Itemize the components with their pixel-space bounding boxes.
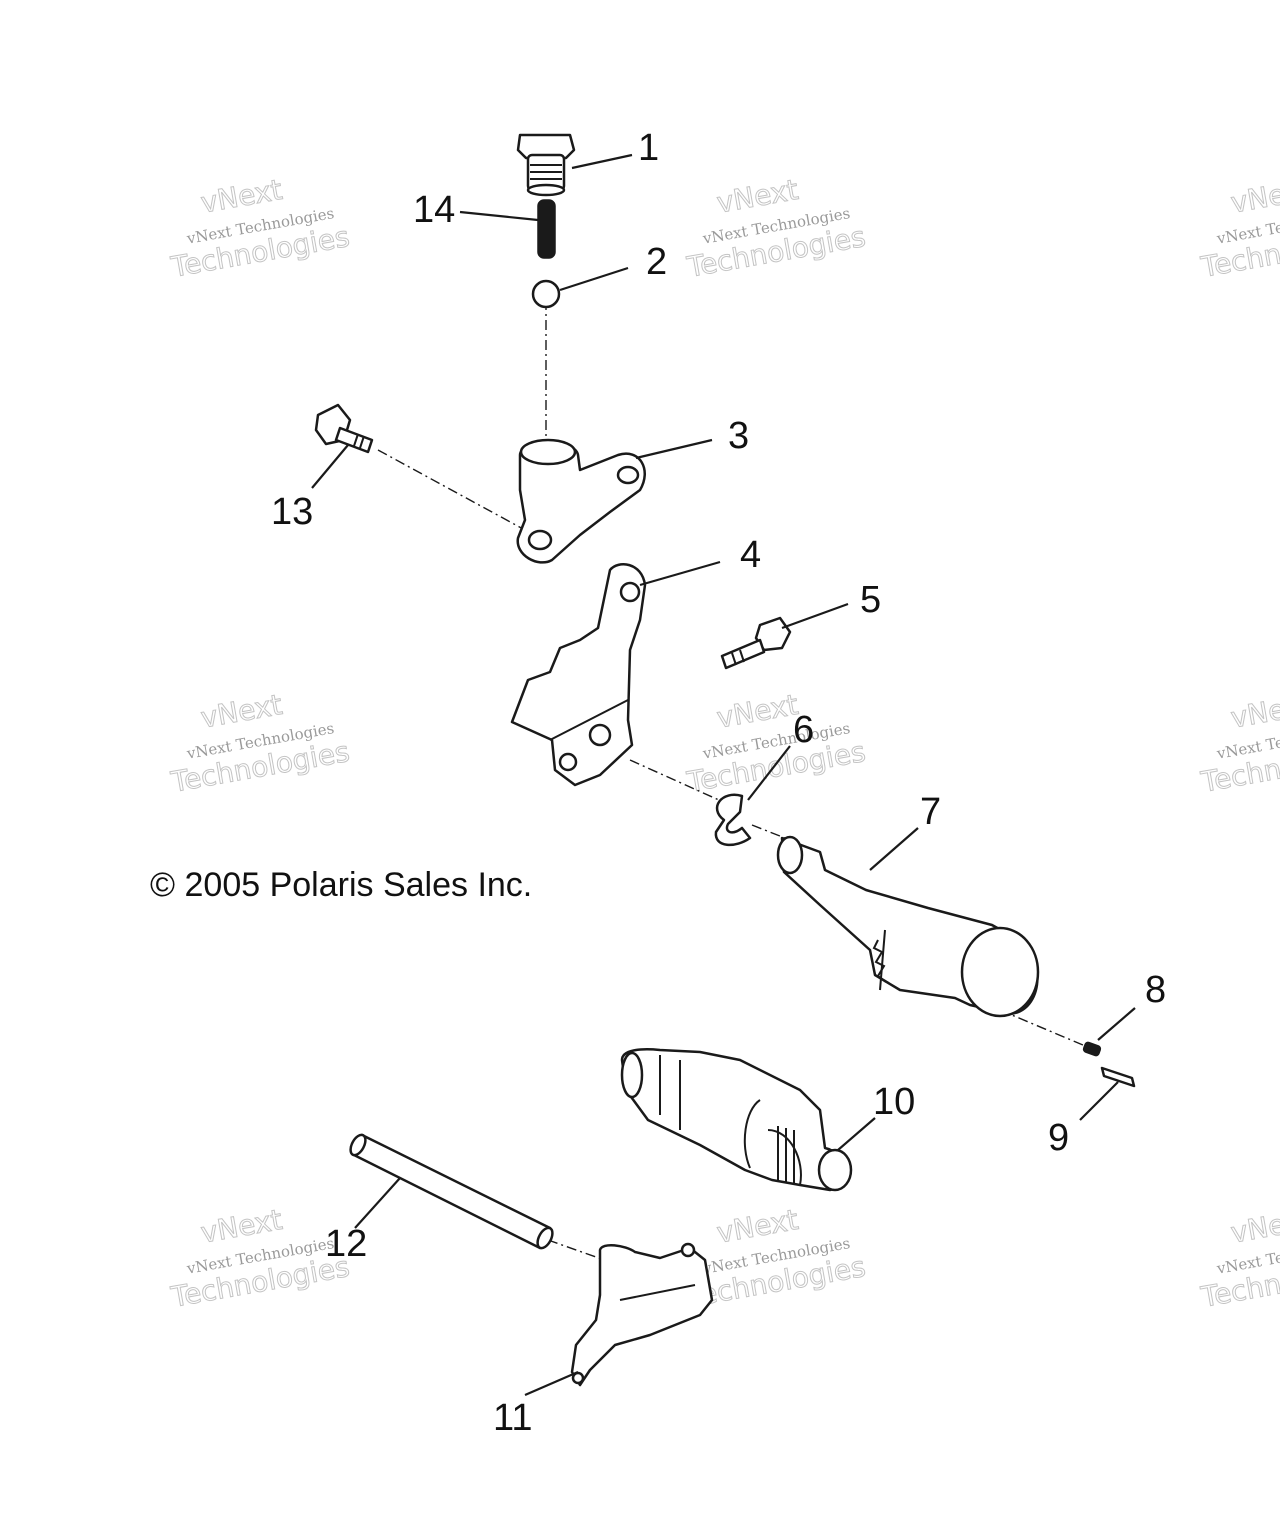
leader-9 [1079, 1081, 1119, 1121]
retaining-clip [714, 793, 752, 846]
watermark-text: vNext [198, 688, 284, 735]
leader-5 [781, 602, 849, 630]
leader-1 [571, 153, 633, 170]
leader-7 [869, 827, 919, 871]
watermark-tile: vNext vNext Technologies Technologies [168, 1202, 353, 1314]
shift-drum [620, 1048, 853, 1192]
watermark-text: vNext [198, 173, 284, 220]
watermark-text: vNext [1228, 1203, 1280, 1250]
detent-plug-bolt [516, 133, 576, 197]
lever-bolt [720, 616, 792, 670]
shift-shaft [776, 835, 1040, 1018]
axis-line-shaft [629, 759, 731, 806]
callout-8: 8 [1145, 969, 1166, 1011]
shaft-bolt [1082, 1041, 1102, 1057]
watermark-text: vNext [1228, 688, 1280, 735]
leader-8 [1097, 1007, 1136, 1041]
watermark-tile: vNext vNext Technologies Technologies [684, 172, 869, 284]
callout-14: 14 [413, 189, 455, 231]
leader-13 [311, 444, 349, 489]
detent-spring [537, 199, 556, 259]
callout-4: 4 [740, 534, 761, 576]
watermark-text: vNext [714, 688, 800, 735]
leader-11 [524, 1370, 579, 1397]
leader-6 [747, 745, 791, 801]
callout-3: 3 [728, 415, 749, 457]
leader-12 [354, 1177, 401, 1229]
watermark-text: vNext [714, 1203, 800, 1250]
axis-line-bracket-bolt [377, 449, 526, 531]
watermark-text: vNext [714, 173, 800, 220]
callout-13: 13 [271, 491, 313, 533]
watermark-text: vNext [1228, 173, 1280, 220]
leader-10 [837, 1117, 876, 1151]
leader-14 [459, 210, 539, 222]
fork-rod [349, 1133, 554, 1250]
callout-11: 11 [493, 1397, 532, 1439]
callout-10: 10 [873, 1081, 915, 1123]
callout-1: 1 [638, 127, 659, 169]
watermark-tile: vNext vNext Technologies Technologies [1198, 172, 1280, 284]
watermark-tile: vNext vNext Technologies Technologies [1198, 1202, 1280, 1314]
axis-line-pin [999, 1009, 1091, 1049]
bracket-bolt [314, 403, 374, 454]
callout-6: 6 [793, 709, 814, 751]
detent-ball [531, 279, 561, 309]
shift-lever [510, 563, 647, 787]
watermark-tile: vNext vNext Technologies Technologies [684, 687, 869, 799]
callout-12: 12 [325, 1223, 367, 1265]
leader-2 [559, 266, 629, 292]
leader-3 [635, 438, 713, 460]
watermark-text: vNext [198, 1203, 284, 1250]
callout-2: 2 [646, 241, 667, 283]
callout-labels: 1 14 2 3 13 4 5 6 7 8 9 10 12 11 [271, 127, 1166, 1439]
copyright-notice: © 2005 Polaris Sales Inc. [150, 866, 532, 904]
callout-7: 7 [920, 791, 941, 833]
shift-fork [570, 1242, 714, 1387]
leader-lines [311, 153, 1136, 1397]
watermark-tile: vNext vNext Technologies Technologies [168, 172, 353, 284]
watermark-tile: vNext vNext Technologies Technologies [168, 687, 353, 799]
callout-5: 5 [860, 579, 881, 621]
callout-9: 9 [1048, 1117, 1069, 1159]
shaft-pin [1100, 1066, 1136, 1088]
detent-bracket [516, 438, 646, 564]
watermark-tile: vNext vNext Technologies Technologies [1198, 687, 1280, 799]
leader-4 [639, 560, 721, 587]
